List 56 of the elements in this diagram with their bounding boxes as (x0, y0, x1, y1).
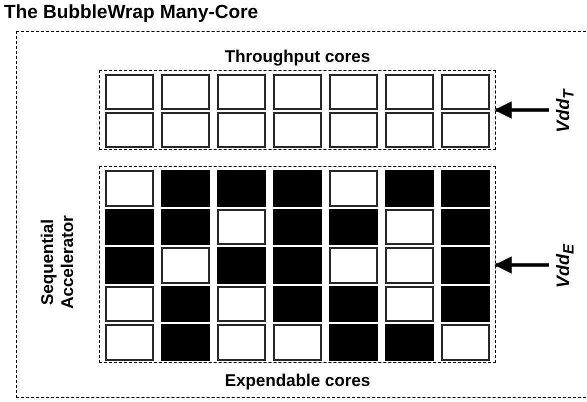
group-heading: Expendable cores (224, 371, 372, 392)
idle-core-tile (161, 74, 210, 110)
idle-core-tile (385, 247, 434, 284)
idle-core-tile (385, 74, 434, 110)
active-core-tile (105, 247, 154, 284)
arrow (494, 256, 549, 274)
idle-core-tile (385, 208, 434, 245)
idle-core-tile (161, 247, 210, 284)
active-core-tile (329, 324, 378, 360)
idle-core-tile (441, 112, 490, 148)
idle-core-tile (329, 247, 378, 284)
active-core-tile (385, 324, 434, 360)
idle-core-tile (105, 286, 154, 322)
idle-core-tile (329, 170, 378, 206)
idle-core-tile (105, 170, 154, 206)
idle-core-tile (217, 324, 266, 360)
active-core-tile (161, 170, 210, 206)
active-core-tile (385, 170, 434, 206)
active-core-tile (273, 286, 322, 322)
active-core-tile (329, 286, 378, 322)
chip-outline (16, 31, 587, 398)
idle-core-tile (217, 74, 266, 110)
idle-core-tile (105, 74, 154, 110)
idle-core-tile (105, 112, 154, 148)
active-core-tile (441, 170, 490, 206)
idle-core-tile (273, 74, 322, 110)
active-core-tile (217, 247, 266, 284)
active-core-tile (329, 208, 378, 245)
idle-core-tile (329, 112, 378, 148)
idle-core-tile (273, 324, 322, 360)
active-core-tile (273, 208, 322, 245)
side-label: Sequential Accelerator (38, 214, 78, 311)
active-core-tile (161, 324, 210, 360)
idle-core-tile (329, 74, 378, 110)
active-core-tile (441, 286, 490, 322)
idle-core-tile (385, 112, 434, 148)
active-core-tile (161, 208, 210, 245)
active-core-tile (441, 208, 490, 245)
idle-core-tile (385, 286, 434, 322)
idle-core-tile (217, 286, 266, 322)
group-heading: Throughput cores (224, 47, 372, 68)
idle-core-tile (217, 208, 266, 245)
active-core-tile (105, 208, 154, 245)
arrow (494, 101, 549, 119)
idle-core-tile (273, 112, 322, 148)
idle-core-tile (217, 112, 266, 148)
active-core-tile (217, 170, 266, 206)
active-core-tile (161, 286, 210, 322)
idle-core-tile (105, 324, 154, 360)
idle-core-tile (441, 324, 490, 360)
idle-core-tile (441, 74, 490, 110)
idle-core-tile (161, 112, 210, 148)
active-core-tile (273, 247, 322, 284)
active-core-tile (441, 247, 490, 284)
diagram-title: The BubbleWrap Many-Core (4, 2, 258, 24)
active-core-tile (273, 170, 322, 206)
